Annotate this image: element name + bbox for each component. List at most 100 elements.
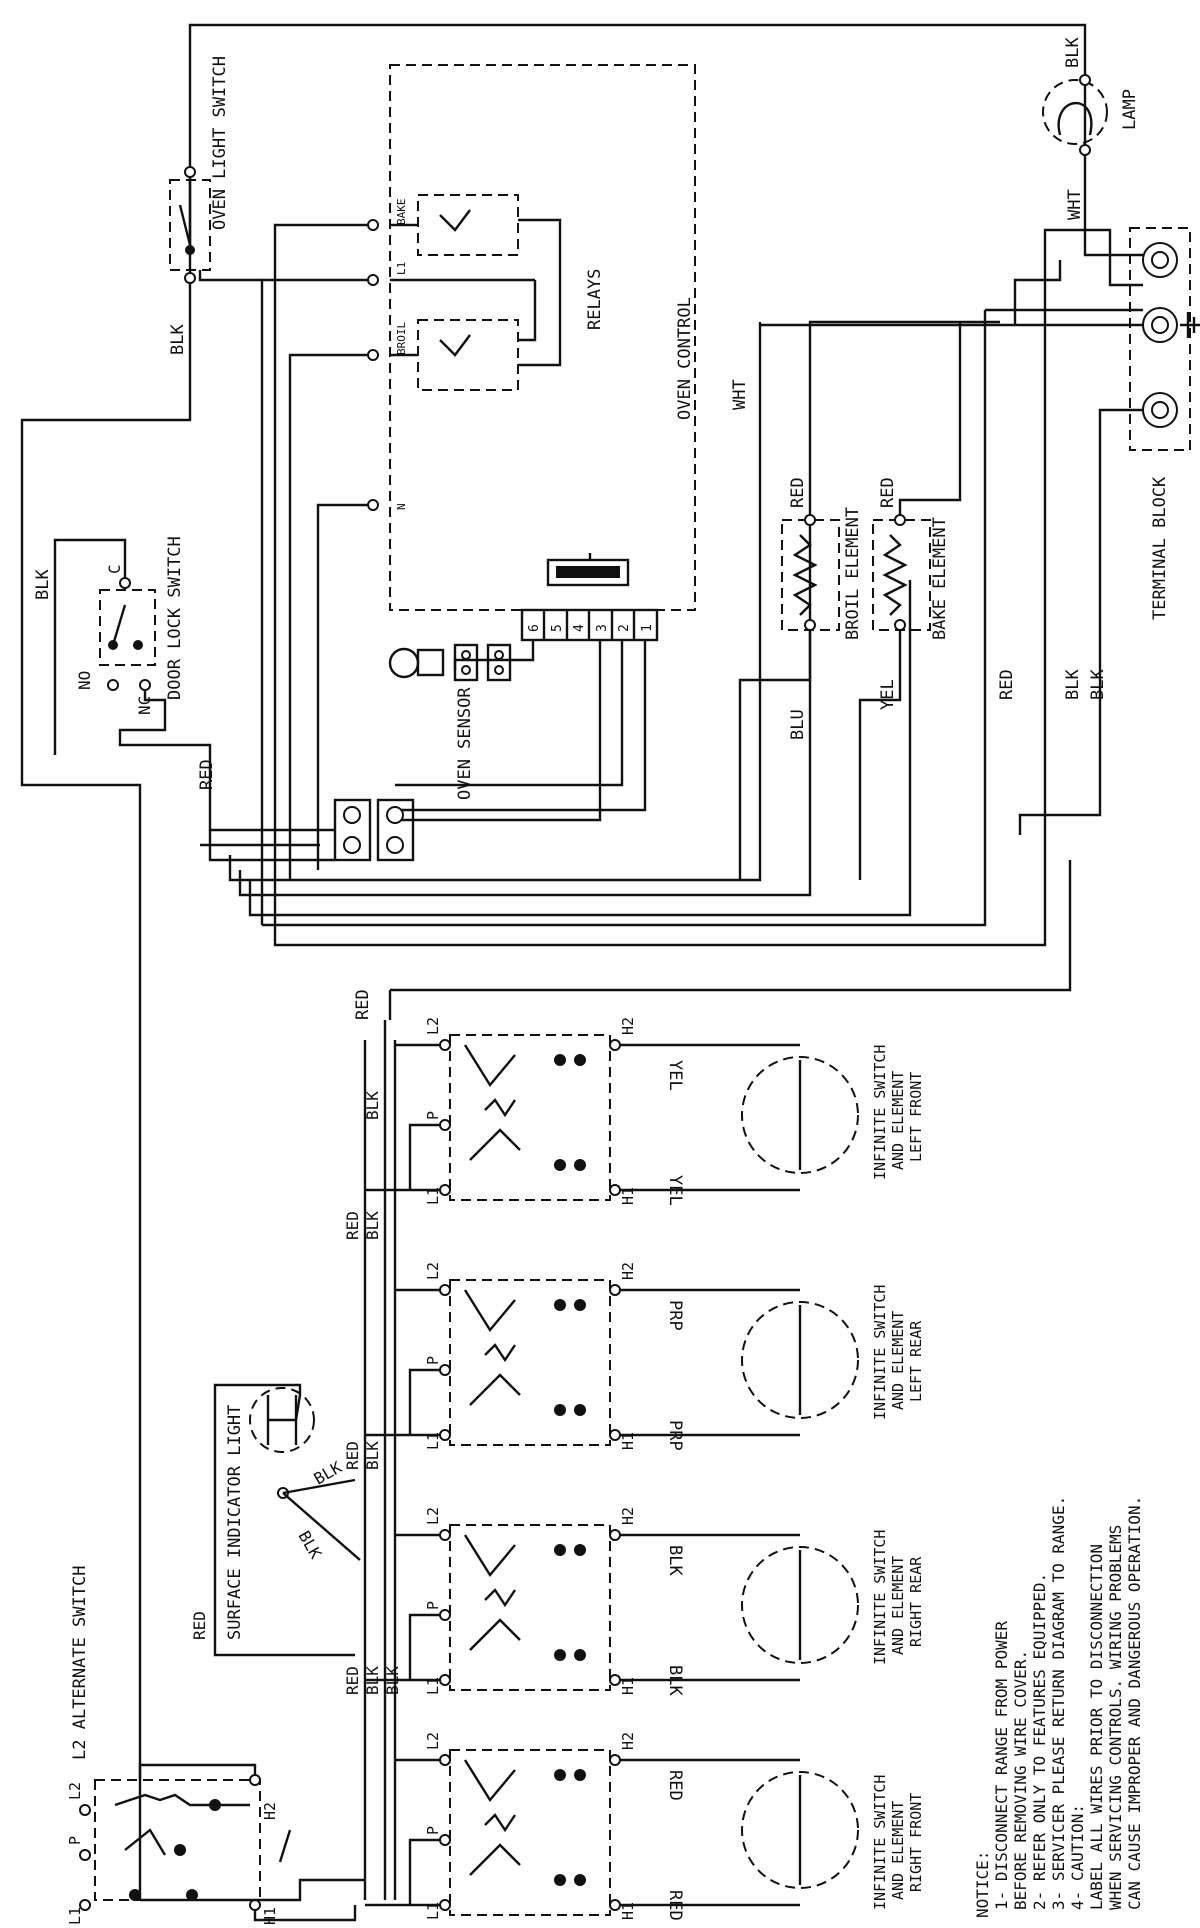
notice-line-2: 1- DISCONNECT RANGE FROM POWER bbox=[992, 1621, 1011, 1910]
wire-label-yel-bake: YEL bbox=[878, 679, 898, 710]
component-oven-control: OVEN CONTROL bbox=[675, 297, 695, 420]
wire-label-prp-2: PRP bbox=[665, 1420, 685, 1451]
wire-label-red-terminal: RED bbox=[997, 669, 1017, 700]
wire-label-yel-left-front-2: YEL bbox=[665, 1175, 685, 1206]
wire-label-blu: BLU bbox=[788, 709, 808, 740]
infinite-switch-left-front bbox=[439, 1034, 859, 1201]
door-lock-switch bbox=[53, 538, 335, 832]
oven-sensor bbox=[388, 643, 512, 682]
caption-right-front-line-1: INFINITE SWITCH bbox=[871, 1775, 889, 1910]
oven-light-switch bbox=[169, 166, 211, 284]
lamp bbox=[1042, 74, 1108, 230]
bus-label-red-2: RED bbox=[343, 1441, 362, 1470]
surface-terminal-h1-c: H1 bbox=[619, 1677, 637, 1695]
pin-label-5: 5 bbox=[550, 624, 565, 632]
component-oven-light-switch: OVEN LIGHT SWITCH bbox=[210, 56, 230, 230]
control-terminal-broil: BROIL bbox=[395, 322, 408, 355]
wire-label-blk-door: BLK bbox=[33, 569, 53, 600]
caption-right-rear-line-2: AND ELEMENT bbox=[889, 1556, 907, 1655]
surface-terminal-h2-d: H2 bbox=[619, 1732, 637, 1750]
wire-label-red-door: RED bbox=[197, 759, 217, 790]
surface-terminal-l2: L2 bbox=[424, 1017, 442, 1035]
caption-right-front-line-3: RIGHT FRONT bbox=[907, 1793, 925, 1892]
component-door-lock-switch: DOOR LOCK SWITCH bbox=[165, 536, 185, 700]
notice-block: NOTICE: 1- DISCONNECT RANGE FROM POWER B… bbox=[973, 1496, 1144, 1918]
bus-label-red-4: RED bbox=[190, 1611, 209, 1640]
alt-terminal-h1: H1 bbox=[261, 1907, 279, 1925]
door-terminal-no: NO bbox=[75, 671, 94, 690]
surface-terminal-l1-d: L1 bbox=[424, 1902, 442, 1920]
wire-label-blk-right-rear-1: BLK bbox=[665, 1545, 685, 1576]
bus-label-blk-1: BLK bbox=[363, 1091, 382, 1120]
broil-element bbox=[738, 320, 1000, 880]
bus-label-blk-5: BLK bbox=[383, 1666, 402, 1695]
caption-right-rear: INFINITE SWITCH AND ELEMENT RIGHT REAR bbox=[871, 1530, 925, 1665]
wire-label-blk-top-lamp: BLK bbox=[1063, 37, 1083, 68]
bus-label-blk-2: BLK bbox=[363, 1211, 382, 1240]
surface-terminal-h1: H1 bbox=[619, 1187, 637, 1205]
wire-label-blk-terminal-1: BLK bbox=[1063, 669, 1083, 700]
harness-connector bbox=[333, 798, 415, 862]
wire-label-blk-right-rear-2: BLK bbox=[665, 1665, 685, 1696]
notice-line-3: BEFORE REMOVING WIRE COVER. bbox=[1011, 1650, 1030, 1910]
caption-left-front: INFINITE SWITCH AND ELEMENT LEFT FRONT bbox=[871, 1045, 925, 1180]
notice-line-9: CAN CAUSE IMPROPER AND DANGEROUS OPERATI… bbox=[1125, 1496, 1144, 1910]
alt-terminal-h2: H2 bbox=[261, 1802, 279, 1820]
wire-label-red-surface: RED bbox=[353, 989, 373, 1020]
pin-label-2: 2 bbox=[617, 624, 632, 632]
surface-terminal-l2-c: L2 bbox=[424, 1507, 442, 1525]
notice-line-7: LABEL ALL WIRES PRIOR TO DISCONNECTION bbox=[1087, 1544, 1106, 1910]
wire-label-blk-terminal-2: BLK bbox=[1088, 669, 1108, 700]
surface-terminal-l2-d: L2 bbox=[424, 1732, 442, 1750]
caption-left-front-line-3: LEFT FRONT bbox=[907, 1072, 925, 1162]
wire-label-wht-lamp: WHT bbox=[1065, 189, 1085, 220]
top-wiring bbox=[20, 23, 1087, 1900]
component-broil-element: BROIL ELEMENT bbox=[843, 507, 863, 640]
wire-label-red-right-front-1: RED bbox=[665, 1770, 685, 1801]
surface-terminal-h1-b: H1 bbox=[619, 1432, 637, 1450]
component-lamp: LAMP bbox=[1120, 89, 1140, 130]
caption-right-front: INFINITE SWITCH AND ELEMENT RIGHT FRONT bbox=[871, 1775, 925, 1910]
infinite-switch-right-front bbox=[439, 1749, 859, 1916]
notice-line-6: 4- CAUTION: bbox=[1068, 1804, 1087, 1910]
component-surface-indicator-light: SURFACE INDICATOR LIGHT bbox=[225, 1405, 245, 1640]
bus-label-blk-3: BLK bbox=[363, 1441, 382, 1470]
surface-terminal-h2: H2 bbox=[619, 1017, 637, 1035]
wire-label-red-right-front-2: RED bbox=[665, 1890, 685, 1921]
caption-right-rear-line-3: RIGHT REAR bbox=[907, 1556, 925, 1647]
door-terminal-c: C bbox=[105, 564, 124, 574]
harness-runs bbox=[200, 310, 1072, 1020]
caption-left-rear-line-2: AND ELEMENT bbox=[889, 1311, 907, 1410]
connector-pins bbox=[520, 608, 659, 642]
control-terminal-l1: L1 bbox=[395, 262, 408, 275]
surface-terminal-l1-b: L1 bbox=[424, 1432, 442, 1450]
alt-terminal-l2: L2 bbox=[66, 1782, 84, 1800]
control-terminal-n: N bbox=[395, 503, 408, 510]
component-oven-sensor: OVEN SENSOR bbox=[455, 687, 475, 800]
door-terminal-nc: NC bbox=[135, 696, 154, 715]
wire-label-blk-light-switch: BLK bbox=[168, 324, 188, 355]
bake-element bbox=[858, 322, 962, 880]
pin-label-4: 4 bbox=[572, 624, 587, 632]
alt-terminal-p: P bbox=[66, 1836, 84, 1845]
surface-terminal-p: P bbox=[424, 1111, 442, 1120]
wire-label-wht-control: WHT bbox=[730, 379, 750, 410]
surface-terminal-p-b: P bbox=[424, 1356, 442, 1365]
bus-label-red-3: RED bbox=[343, 1666, 362, 1695]
notice-line-1: NOTICE: bbox=[973, 1851, 992, 1918]
surface-bus bbox=[140, 1020, 440, 1907]
surface-terminal-h1-d: H1 bbox=[619, 1902, 637, 1920]
bus-label-red-1: RED bbox=[343, 1211, 362, 1240]
surface-terminal-p-c: P bbox=[424, 1601, 442, 1610]
notice-line-5: 3- SERVICER PLEASE RETURN DIAGRAM TO RAN… bbox=[1049, 1496, 1068, 1910]
pin-label-3: 3 bbox=[595, 624, 610, 632]
surface-terminal-l1-c: L1 bbox=[424, 1677, 442, 1695]
alternate-switch bbox=[79, 1763, 357, 1922]
caption-left-rear-line-3: LEFT REAR bbox=[907, 1320, 925, 1402]
element-captions: INFINITE SWITCH AND ELEMENT LEFT FRONT I… bbox=[871, 1045, 925, 1910]
component-bake-element: BAKE ELEMENT bbox=[930, 517, 950, 640]
control-terminal-bake: BAKE bbox=[395, 199, 408, 226]
caption-right-rear-line-1: INFINITE SWITCH bbox=[871, 1530, 889, 1665]
wire-label-red-broil: RED bbox=[788, 477, 808, 508]
